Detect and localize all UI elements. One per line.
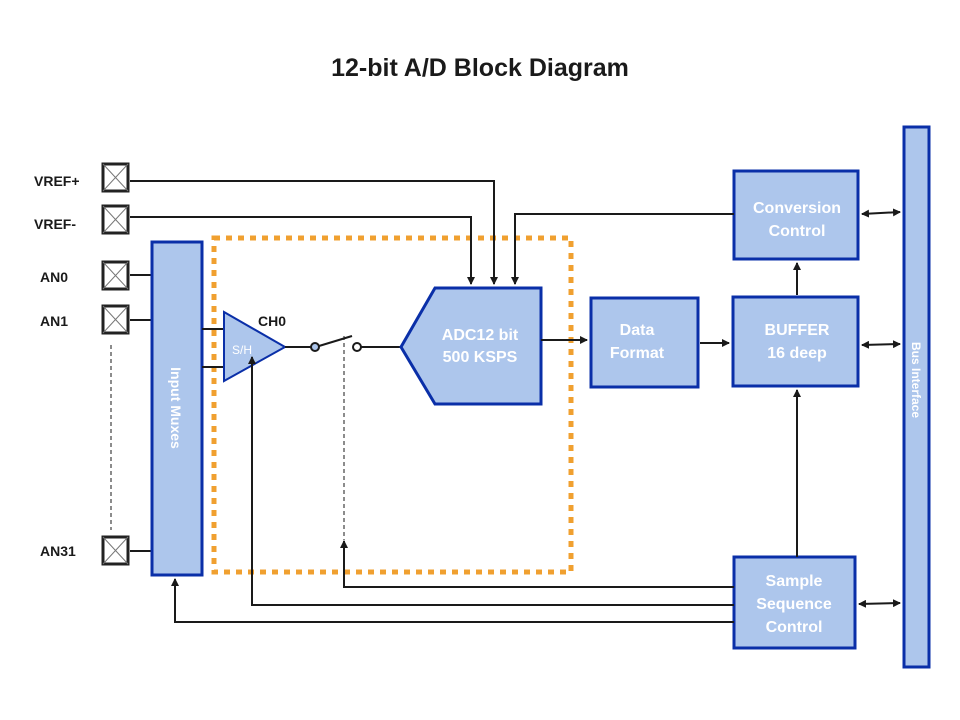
wire-convctrl-adc xyxy=(511,213,734,285)
pin-label: VREF- xyxy=(34,216,76,232)
bus-interface-block: Bus Interface xyxy=(902,125,931,669)
data-format-block: Data Format xyxy=(589,296,700,389)
wire-ssc-mux xyxy=(171,578,734,623)
sample-hold-label: S/H xyxy=(232,343,252,357)
switch-arm-icon xyxy=(318,335,353,347)
cross-icon xyxy=(102,305,129,334)
conversion-control-label-line2: Control xyxy=(769,223,826,240)
adc-label-line1: ADC12 bit xyxy=(442,327,519,344)
pin-vref-minus: VREF- xyxy=(34,204,130,235)
wire-ssc-sh xyxy=(248,356,734,606)
adc-block: ADC12 bit 500 KSPS xyxy=(399,286,543,406)
sample-hold-amplifier: S/H xyxy=(223,310,288,383)
pin-an31: AN31 xyxy=(40,535,130,566)
wire-buffer-bus xyxy=(861,340,901,349)
sample-sequence-control-block: Sample Sequence Control xyxy=(732,555,857,650)
pin-an1: AN1 xyxy=(40,304,130,335)
input-muxes-label: Input Muxes xyxy=(168,367,184,449)
buffer-block: BUFFER 16 deep xyxy=(731,295,860,388)
buffer-label-line1: BUFFER xyxy=(765,322,830,339)
pin-vref-plus: VREF+ xyxy=(34,162,130,193)
ssc-label-line3: Control xyxy=(766,619,823,636)
input-muxes-block: Input Muxes xyxy=(150,240,204,577)
switch-contact-icon xyxy=(352,342,362,352)
ssc-label-line2: Sequence xyxy=(756,596,832,613)
wire-ssc-bus xyxy=(858,599,901,608)
data-format-label-line2: Format xyxy=(610,345,665,362)
wire-vref-minus xyxy=(130,216,475,285)
cross-icon xyxy=(102,261,129,290)
cross-icon xyxy=(102,205,129,234)
pin-label: AN0 xyxy=(40,269,68,285)
wire-convctrl-bus xyxy=(861,208,901,218)
adc-label-line2: 500 KSPS xyxy=(443,349,518,366)
data-format-label-line1: Data xyxy=(620,322,655,339)
wire-ssc-switch xyxy=(340,540,734,588)
conversion-control-label-line1: Conversion xyxy=(753,200,841,217)
cross-icon xyxy=(102,536,129,565)
pin-label: AN1 xyxy=(40,313,68,329)
bus-interface-label: Bus Interface xyxy=(909,342,923,418)
adc-core-region xyxy=(211,235,574,575)
cross-icon xyxy=(102,163,129,192)
pin-label: AN31 xyxy=(40,543,76,559)
switch-contact-icon xyxy=(310,342,320,352)
ssc-label-line1: Sample xyxy=(766,573,823,590)
pin-label: VREF+ xyxy=(34,173,80,189)
wire-vref-plus xyxy=(130,180,498,285)
channel-label: CH0 xyxy=(258,313,286,329)
buffer-label-line2: 16 deep xyxy=(767,345,827,362)
diagram-title: 12-bit A/D Block Diagram xyxy=(331,54,629,82)
pin-an0: AN0 xyxy=(40,260,130,291)
conversion-control-block: Conversion Control xyxy=(732,169,860,261)
